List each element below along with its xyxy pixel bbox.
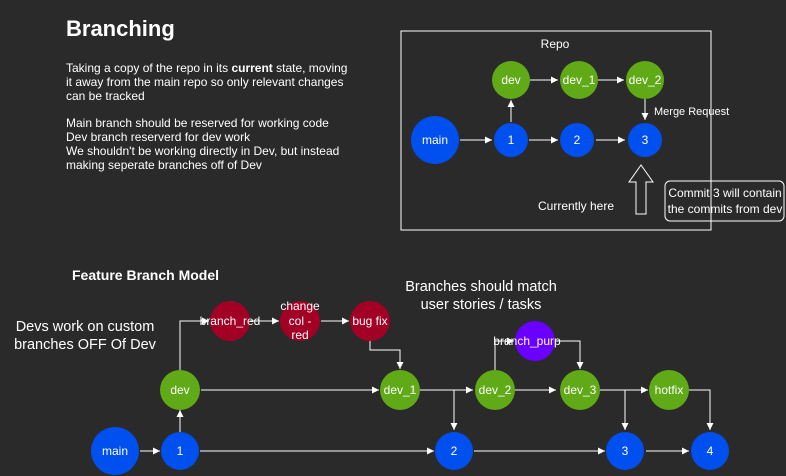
fb-node-hotfix: hotfix [649,370,689,410]
fb-node-1-label: 1 [177,444,184,458]
intro-line1-post: state, moving [272,61,348,75]
repo-node-main-label: main [422,133,448,147]
repo-box [400,30,712,231]
intro-line1: Taking a copy of the repo in its current… [66,61,347,75]
fb-node-dev-label: dev [170,383,189,397]
repo-node-1: 1 [494,123,528,157]
repo-node-3: 3 [628,123,662,157]
devs-note: Devs work on custom branches OFF Of Dev [14,319,156,353]
fb-node-dev1-label: dev_1 [384,383,417,397]
fb-node-main: main [91,427,139,475]
fb-node-dev: dev [160,370,200,410]
repo-edges [460,76,649,144]
repo-node-dev-label: dev [501,73,520,87]
repo-node-dev1-label: dev_1 [563,73,596,87]
intro-line1-pre: Taking a copy of the repo in its [66,61,232,75]
fb-node-1: 1 [161,432,199,470]
intro-line1-bold: current [231,61,273,75]
fb-node-dev2-label: dev_2 [479,383,512,397]
rule-line: We shouldn't be working directly in Dev,… [66,144,340,158]
merge-request-label: Merge Request [654,106,729,118]
currently-here-arrow-icon [628,164,654,215]
fb-node-hotfix-label: hotfix [655,383,684,397]
rule-line: making seperate branches off of Dev [66,158,262,172]
page-title: Branching [66,16,175,41]
fb-node-change-line2: col - [289,314,312,328]
fb-node-bugfix: bug fix [350,301,390,341]
repo-node-dev: dev [492,61,530,99]
currently-here-label: Currently here [538,199,614,213]
repo-node-2-label: 2 [574,133,581,147]
rules-paragraph: Main branch should be reserved for worki… [66,116,339,172]
fb-node-3-label: 3 [622,444,629,458]
repo-node-3-label: 3 [642,133,649,147]
edge-hotfix-4 [688,389,714,430]
stories-note: Branches should match user stories / tas… [405,279,557,313]
fb-node-change-col-red: change col - red [280,299,320,342]
fb-node-dev1: dev_1 [380,370,420,410]
repo-node-2: 2 [560,123,594,157]
fb-node-branch-purp: branch_purp [493,321,561,361]
feature-edges [140,317,714,455]
fb-node-change-line1: change [280,299,320,313]
edge-dev2-branchpurp [494,337,514,370]
edge-branchpurp-dev3 [555,340,584,369]
intro-line2: it away from the main repo so only relev… [66,75,344,89]
commit-note-line2: the commits from dev [668,202,783,216]
commit-note-box [664,180,785,222]
repo-node-dev2: dev_2 [626,61,664,99]
intro-line3: can be tracked [66,89,145,103]
fb-node-change-line3: red [291,328,308,342]
fb-node-main-label: main [102,444,128,458]
repo-node-1-label: 1 [508,133,515,147]
fb-node-2: 2 [435,432,473,470]
commit-note-line1: Commit 3 will contain [668,186,781,200]
edge-dev-branchred [179,317,209,370]
repo-node-dev1: dev_1 [560,61,598,99]
rule-line: Main branch should be reserved for worki… [66,116,329,130]
fb-node-2-label: 2 [451,444,458,458]
fb-node-dev2: dev_2 [475,370,515,410]
fb-node-dev3: dev_3 [560,370,600,410]
fb-node-dev3-label: dev_3 [564,383,597,397]
fb-node-branch-purp-label: branch_purp [493,334,561,348]
fb-node-3: 3 [606,432,644,470]
fb-node-bugfix-label: bug fix [352,314,387,328]
fb-node-4-label: 4 [707,444,714,458]
rule-line: Dev branch reserverd for dev work [66,130,251,144]
fb-node-4: 4 [691,432,729,470]
edge-bugfix-dev1 [369,340,404,369]
intro-paragraph: Taking a copy of the repo in its current… [66,61,347,103]
repo-node-dev2-label: dev_2 [629,73,662,87]
fb-node-branch-red: branch_red [200,301,261,341]
fb-node-branch-red-label: branch_red [200,314,261,328]
feature-branch-model-heading: Feature Branch Model [72,267,220,283]
repo-title: Repo [541,37,570,51]
repo-node-main: main [411,116,459,164]
